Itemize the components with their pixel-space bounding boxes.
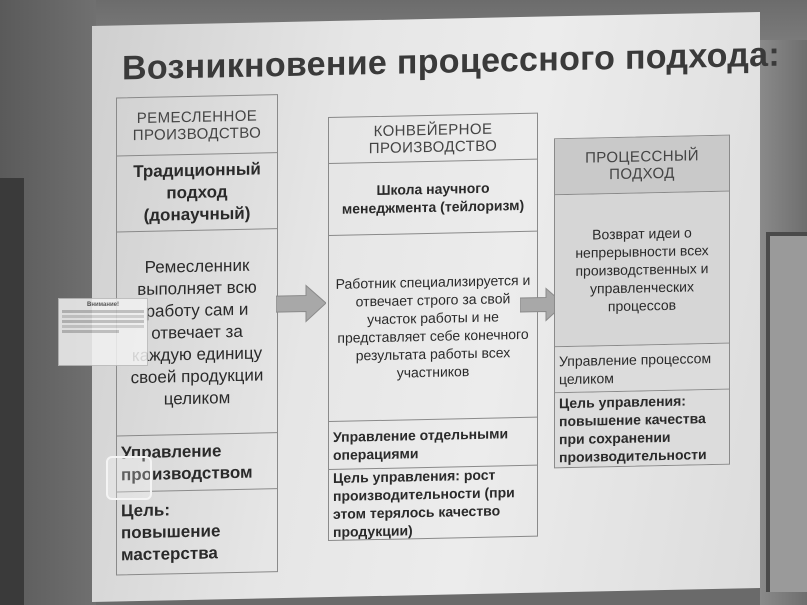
wall-board — [766, 232, 807, 592]
column-goal: Цель управления: рост производительности… — [333, 466, 515, 540]
column-management: Управление процессом целиком — [555, 343, 729, 394]
column-approach: Традиционный подход (донаучный) — [117, 153, 277, 233]
column-conveyor-production: КОНВЕЙЕРНОЕ ПРОИЗВОДСТВО Школа научного … — [328, 112, 538, 542]
notice-title: Внимание! — [87, 302, 119, 308]
column-description: Работник специализируется и отвечает стр… — [329, 231, 537, 423]
column-description: Возврат идеи о непрерывности всех произв… — [555, 191, 729, 348]
column-approach: Школа научного менеджмента (тейлоризм) — [329, 159, 537, 237]
column-goal: Цель управления: повышение качества при … — [555, 389, 729, 468]
column-header: РЕМЕСЛЕННОЕ ПРОИЗВОДСТВО — [117, 95, 277, 157]
column-header: ПРОЦЕССНЫЙ ПОДХОД — [555, 135, 729, 196]
notice-paper: Внимание! — [58, 298, 148, 366]
column-header: КОНВЕЙЕРНОЕ ПРОИЗВОДСТВО — [329, 113, 537, 165]
projected-slide: Возникновение процессного подхода: РЕМЕС… — [92, 12, 780, 603]
column-process-approach: ПРОЦЕССНЫЙ ПОДХОД Возврат идеи о непреры… — [554, 134, 730, 469]
arrow-right-icon — [276, 284, 326, 323]
column-goal: Цель: повышение мастерства — [121, 500, 221, 565]
column-management: Управление отдельными операциями — [329, 417, 537, 471]
door-frame — [0, 178, 24, 605]
slide-title: Возникновение процессного подхода: — [122, 35, 781, 88]
tape-mark — [106, 456, 152, 500]
